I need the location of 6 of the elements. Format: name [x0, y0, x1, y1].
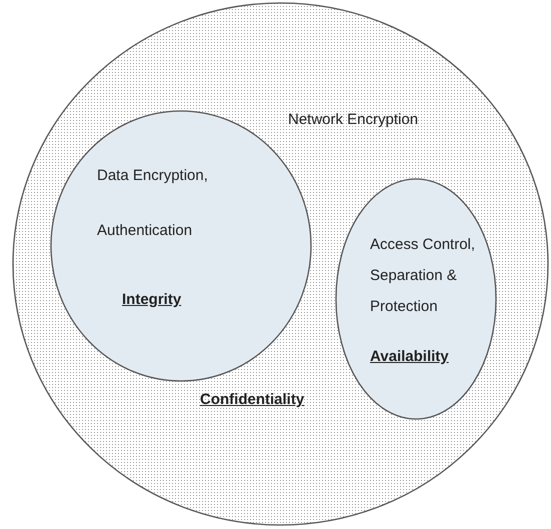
property-label: Availability [370, 347, 449, 367]
mechanism-label: Data Encryption, Authentication [97, 166, 209, 241]
mechanism-label: Network Encryption [288, 110, 418, 130]
property-label: Integrity [122, 290, 182, 310]
mechanism-label: Access Control, Separation & Protection [370, 235, 476, 317]
property-label: Confidentiality [200, 390, 304, 410]
